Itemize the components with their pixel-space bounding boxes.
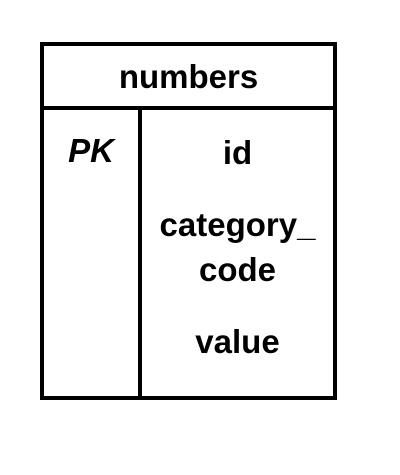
key-column: PK <box>44 110 142 396</box>
entity-header: numbers <box>44 46 333 110</box>
field-category-code-line-2: code <box>198 250 277 288</box>
primary-key-label: PK <box>68 132 114 169</box>
entity-title: numbers <box>118 57 259 95</box>
field-id: id <box>142 131 333 176</box>
field-category-code-line-1: category_ <box>159 206 316 243</box>
field-category-code: category_ code <box>142 203 333 292</box>
field-value: value <box>142 320 333 365</box>
fields-column: id category_ code value <box>142 110 333 396</box>
field-id-text: id <box>222 134 253 171</box>
entity-box-numbers: numbers PK id category_ code value <box>40 42 337 400</box>
field-value-text: value <box>195 323 280 360</box>
